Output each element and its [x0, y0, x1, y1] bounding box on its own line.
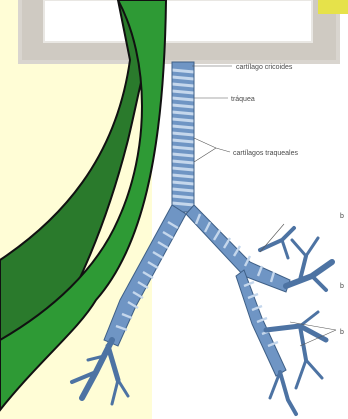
tracheal-ring	[172, 203, 194, 205]
tracheal-ring	[172, 189, 194, 191]
tracheal-ring	[172, 182, 194, 184]
label-bronchus-2: b	[340, 283, 344, 290]
tracheal-ring	[172, 161, 194, 163]
tracheal-ring	[172, 119, 194, 121]
tracheal-ring	[172, 105, 194, 107]
tracheal-ring	[172, 140, 194, 142]
tracheal-ring	[172, 133, 194, 135]
label-bronchus-3: b	[340, 329, 344, 336]
tracheal-ring	[172, 77, 194, 79]
trachea-shape	[172, 62, 194, 212]
tracheal-ring	[172, 70, 194, 72]
tracheal-ring	[172, 196, 194, 198]
tracheal-ring	[172, 84, 194, 86]
paper-card	[18, 0, 348, 64]
tracheal-ring	[172, 154, 194, 156]
tracheal-ring	[172, 91, 194, 93]
tracheal-ring	[172, 98, 194, 100]
tracheal-ring	[172, 147, 194, 149]
tracheal-ring	[172, 168, 194, 170]
label-bronchus-1: b	[340, 213, 344, 220]
label-tracheal-rings: cartílagos traqueales	[233, 150, 298, 157]
tracheal-ring	[172, 175, 194, 177]
label-trachea: tráquea	[231, 96, 255, 103]
tracheal-ring	[172, 112, 194, 114]
label-cricoid: cartílago cricoides	[236, 64, 293, 71]
leader-lines	[192, 66, 336, 346]
tracheal-ring	[172, 126, 194, 128]
